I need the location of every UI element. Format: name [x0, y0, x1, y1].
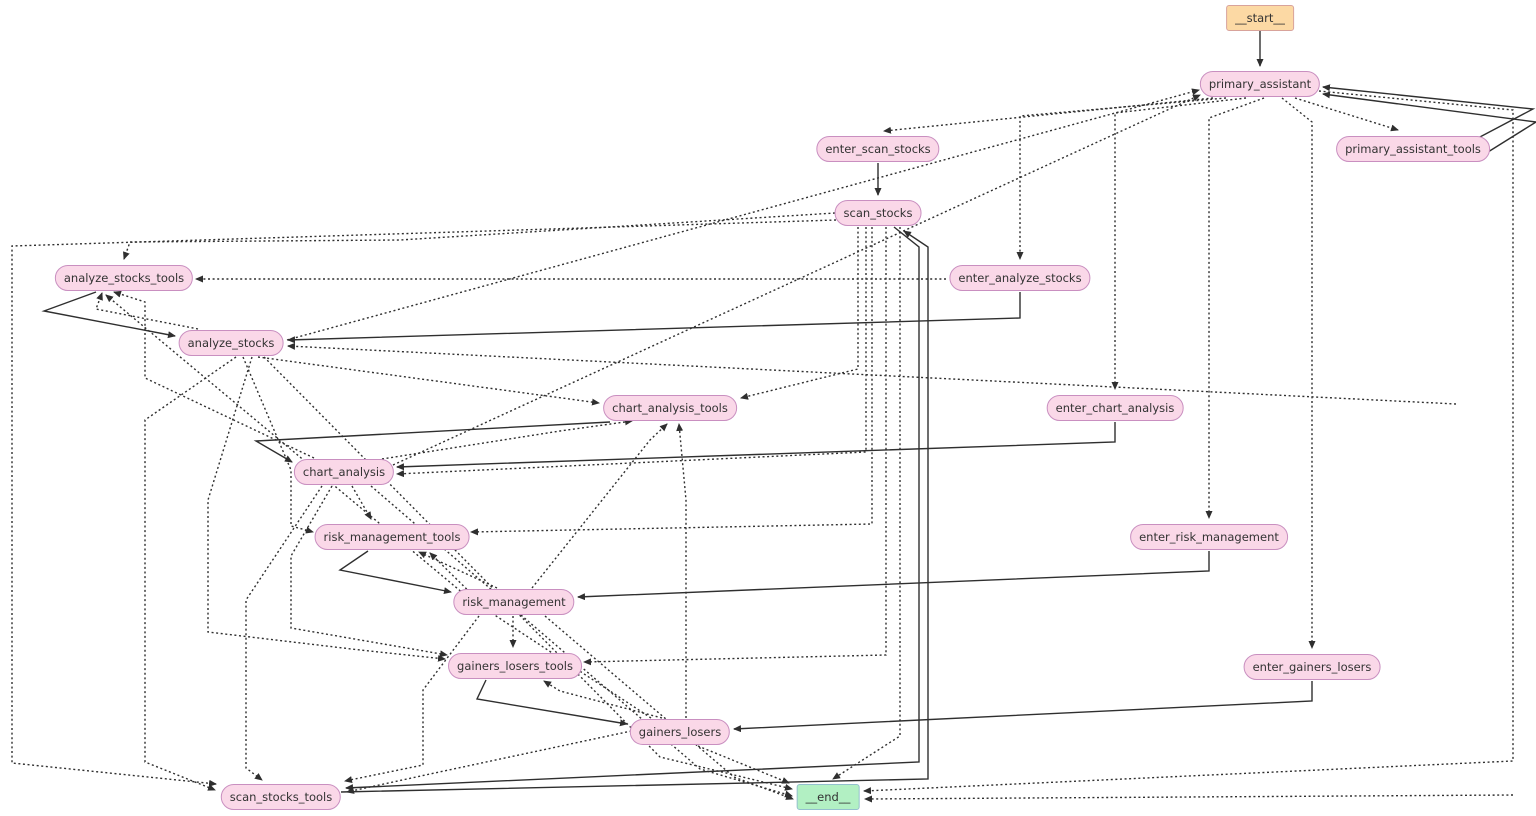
node-primary_assistant_tools: primary_assistant_tools: [1336, 136, 1490, 162]
edge-solid-7: [733, 681, 1313, 733]
edge-dotted-37: [286, 88, 1200, 341]
edge-solid-12: [340, 230, 929, 793]
node-enter_chart_analysis: enter_chart_analysis: [1046, 395, 1184, 421]
edge-dotted-34: [207, 356, 446, 662]
edge-dotted-35: [144, 356, 237, 791]
edge-solid-2: [1322, 91, 1536, 153]
edge-dotted-19: [1294, 97, 1399, 132]
edge-solid-10: [338, 550, 452, 595]
edge-dotted-33: [242, 356, 314, 534]
edge-dotted-38: [381, 418, 633, 460]
node-scan_stocks: scan_stocks: [834, 200, 922, 226]
edge-dotted-22: [123, 212, 836, 260]
edge-dotted-31: [257, 356, 600, 406]
node-chart_analysis_tools: chart_analysis_tools: [603, 395, 737, 421]
edge-solid-1: [1322, 84, 1536, 139]
edge-dotted-36: [263, 356, 793, 791]
edge-solid-11: [475, 679, 628, 727]
edge-dotted-30: [287, 342, 1457, 405]
edge-dotted-23: [11, 219, 837, 787]
edge-solid-6: [577, 551, 1210, 601]
node-analyze_stocks: analyze_stocks: [178, 330, 284, 356]
node-start: __start__: [1226, 5, 1294, 31]
edge-dotted-40: [351, 485, 372, 520]
node-end: __end__: [796, 784, 860, 810]
edge-dotted-24: [740, 227, 859, 400]
edge-dotted-45: [418, 551, 498, 589]
edge-dotted-42: [245, 485, 323, 781]
edge-dotted-53: [676, 423, 687, 718]
edge-dotted-44: [392, 94, 1201, 466]
edge-dotted-52: [429, 552, 652, 719]
edge-dotted-21: [864, 794, 1514, 803]
edge-dotted-39: [113, 290, 315, 459]
node-chart_analysis: chart_analysis: [293, 459, 395, 485]
node-risk_management_tools: risk_management_tools: [314, 524, 470, 550]
edge-dotted-28: [396, 227, 867, 478]
node-enter_gainers_losers: enter_gainers_losers: [1243, 654, 1381, 680]
edge-dotted-49: [344, 615, 480, 784]
node-primary_assistant: primary_assistant: [1199, 71, 1321, 97]
edge-dotted-16: [1111, 97, 1247, 390]
node-gainers_losers: gainers_losers: [629, 719, 731, 745]
node-risk_management: risk_management: [453, 589, 575, 615]
node-gainers_losers_tools: gainers_losers_tools: [448, 653, 582, 679]
edge-dotted-17: [1205, 97, 1265, 519]
node-analyze_stocks_tools: analyze_stocks_tools: [54, 265, 194, 291]
edge-solid-8: [41, 291, 176, 339]
edge-dotted-26: [583, 227, 887, 666]
edge-dotted-54: [346, 729, 637, 794]
edge-dotted-50: [544, 615, 794, 800]
node-enter_scan_stocks: enter_scan_stocks: [816, 136, 940, 162]
node-enter_analyze_stocks: enter_analyze_stocks: [949, 265, 1091, 291]
edge-solid-13: [345, 226, 920, 792]
edge-dotted-32: [95, 292, 199, 330]
edge-dotted-18: [1281, 97, 1316, 649]
edge-solid-9: [253, 421, 611, 463]
edge-solid-4: [287, 292, 1021, 344]
node-enter_risk_management: enter_risk_management: [1130, 524, 1288, 550]
edge-dotted-14: [883, 97, 1214, 134]
edge-solid-5: [396, 422, 1116, 471]
edge-dotted-47: [531, 423, 668, 589]
edge-dotted-20: [863, 90, 1514, 795]
node-scan_stocks_tools: scan_stocks_tools: [220, 784, 342, 810]
edge-dotted-27: [832, 227, 901, 780]
edge-dotted-15: [1016, 97, 1227, 260]
edge-dotted-41: [290, 485, 448, 658]
